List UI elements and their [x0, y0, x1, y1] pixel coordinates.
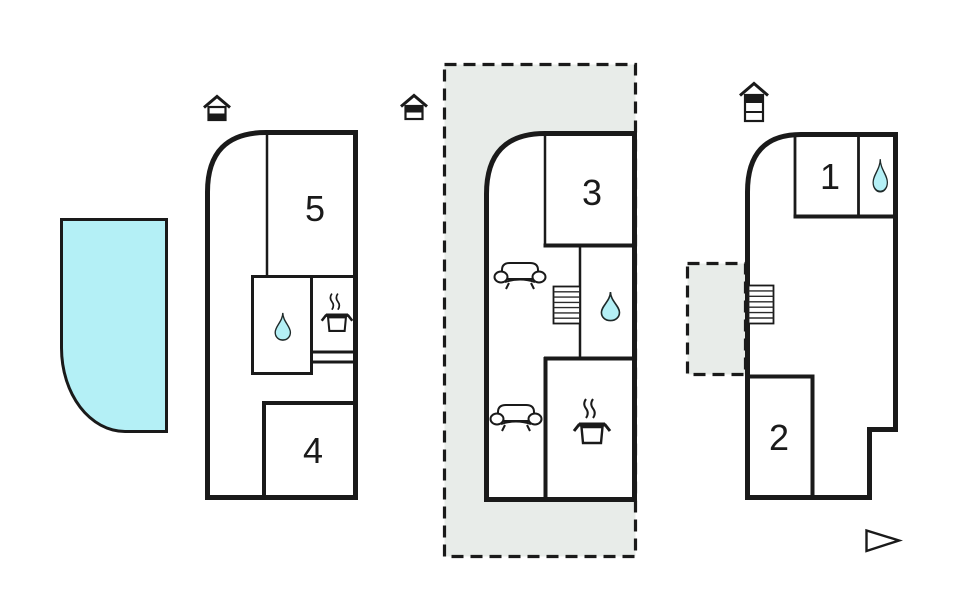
house-ground-floor-icon — [203, 94, 231, 122]
building-middle-walls — [543, 134, 635, 500]
hotplate-pot-icon-left — [320, 293, 354, 332]
water-drop-icon-left — [274, 312, 292, 341]
building-left-outline — [205, 130, 358, 500]
water-drop-icon-right — [872, 159, 889, 193]
room-label-2: 2 — [768, 417, 790, 458]
hotplate-pot-icon-middle — [572, 398, 612, 445]
building-right-walls — [748, 135, 894, 497]
room-label-3: 3 — [581, 172, 603, 213]
room-label-4: 4 — [302, 430, 324, 471]
room-label-1: 1 — [819, 156, 841, 197]
sofa-icon-lower — [489, 404, 543, 432]
shower-room-left — [251, 275, 313, 375]
room-label-5: 5 — [304, 188, 326, 229]
staircase-icon-middle — [552, 285, 581, 325]
building-left-walls — [251, 133, 356, 498]
sofa-icon-upper — [493, 262, 547, 290]
house-top-floor-icon — [739, 81, 769, 123]
building-right-outline — [745, 132, 898, 500]
water-drop-icon-middle — [600, 291, 621, 322]
highlight-zone-right-annex — [685, 261, 748, 377]
staircase-icon-right — [747, 284, 775, 325]
house-upper-floor-icon — [400, 93, 428, 121]
triangle-right-icon — [865, 528, 903, 553]
swimming-pool — [60, 218, 168, 433]
